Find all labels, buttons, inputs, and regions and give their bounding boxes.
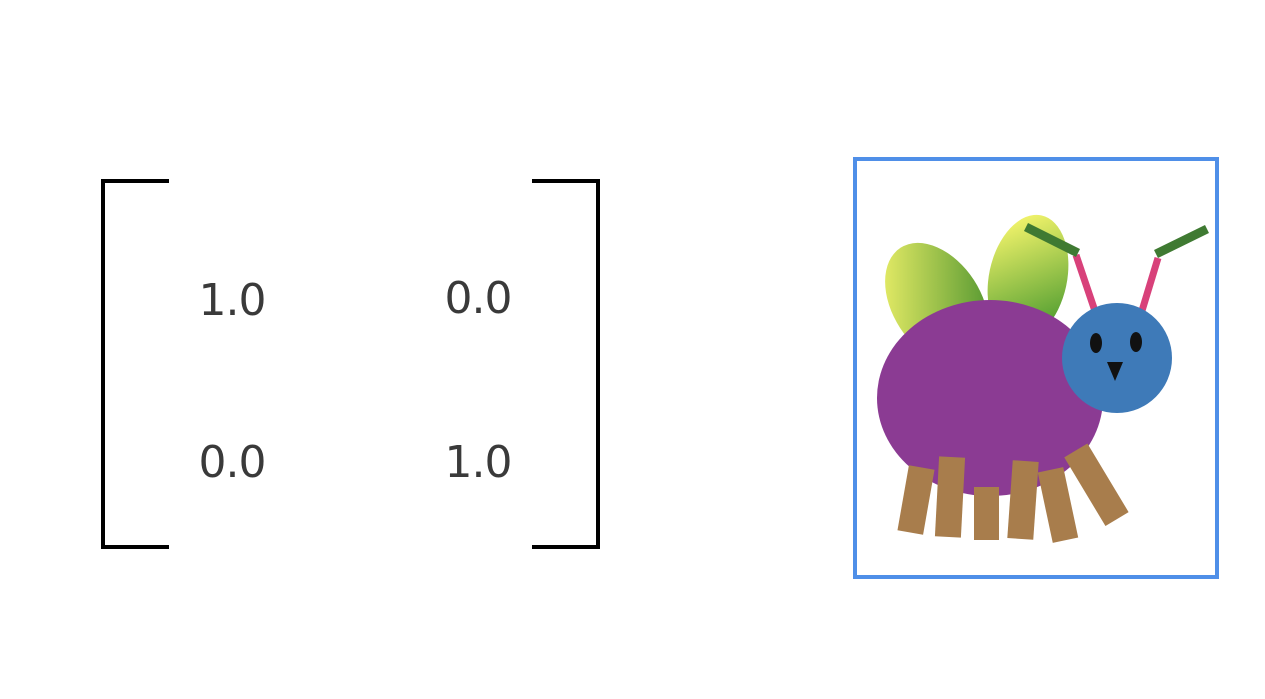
bug-antenna-tip-right: [1154, 224, 1209, 259]
bug-antenna-tip-left: [1023, 222, 1081, 258]
bug-antenna-stalk-left: [1072, 253, 1100, 316]
bug-antenna-stalk-right: [1137, 256, 1162, 316]
bug-eye-right: [1130, 332, 1142, 352]
bug-illustration-icon: [877, 214, 1209, 543]
image-frame: [853, 157, 1219, 579]
bug-eye-left: [1090, 333, 1102, 353]
bug-nose: [1107, 362, 1123, 381]
matrix-cell-1-0: 0.0: [198, 437, 267, 488]
bug-leg: [934, 456, 966, 538]
bug-leg: [897, 465, 935, 535]
matrix-cell-0-0: 1.0: [198, 275, 267, 326]
bug-leg: [974, 487, 999, 540]
bug-leg: [1064, 443, 1129, 526]
bug-body: [877, 300, 1103, 496]
matrix-cell-0-1: 0.0: [444, 273, 513, 324]
bug-leg: [1037, 467, 1079, 543]
matrix-right-bracket: [532, 179, 600, 549]
matrix-cell-1-1: 1.0: [444, 437, 513, 488]
bug-head: [1062, 303, 1172, 413]
matrix-left-bracket: [101, 179, 169, 549]
bug-leg: [1007, 460, 1039, 540]
